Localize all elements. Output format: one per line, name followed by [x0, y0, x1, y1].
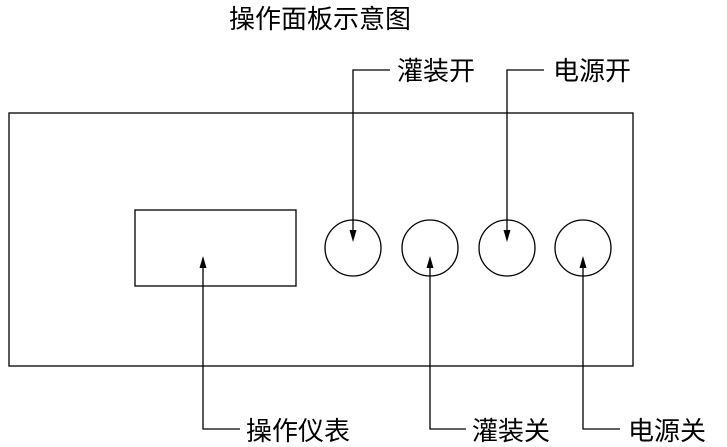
- power-on-arrowhead: [503, 230, 511, 242]
- fill-off-label: 灌装关: [472, 417, 550, 447]
- power-on-label: 电源开: [553, 57, 631, 87]
- fill-on-arrowhead: [349, 230, 357, 242]
- meter-leader: [202, 268, 240, 430]
- fill-off-arrowhead: [426, 256, 434, 268]
- power-off-arrowhead: [579, 256, 587, 268]
- meter-arrowhead: [199, 256, 207, 268]
- fill-off-leader: [429, 268, 466, 430]
- diagram-title: 操作面板示意图: [229, 5, 411, 35]
- fill-on-label: 灌装开: [397, 57, 475, 87]
- meter-label: 操作仪表: [246, 417, 350, 447]
- power-off-label: 电源关: [628, 417, 706, 447]
- meter-display: [134, 209, 297, 287]
- fill-on-leader: [352, 69, 390, 232]
- power-on-leader: [506, 69, 544, 232]
- power-off-leader: [582, 268, 620, 430]
- panel-frame: [8, 112, 634, 367]
